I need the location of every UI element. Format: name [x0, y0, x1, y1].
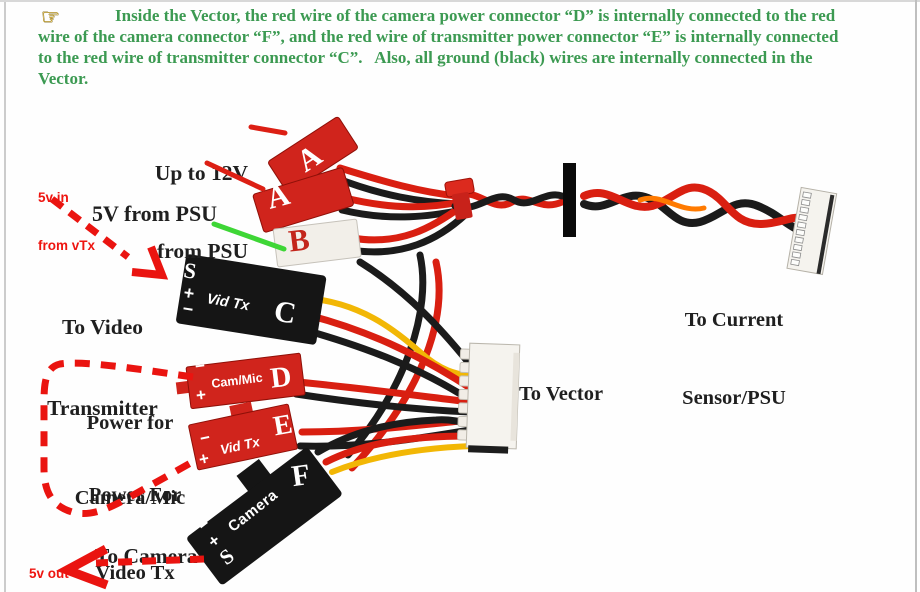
connector-f-pin-s: S [214, 543, 239, 570]
wire-yellow [302, 295, 473, 379]
connector-b-letter: B [286, 221, 312, 259]
connector-d-pin-minus: − [193, 355, 207, 377]
connector-e-pin-plus: + [197, 448, 211, 470]
connector-e-print: Vid Tx [218, 434, 262, 458]
connector-e-letter: E [271, 408, 295, 443]
connector-d-letter: D [268, 360, 294, 395]
connector-d-pin-plus: + [194, 384, 208, 406]
connector-f-print: Camera [224, 486, 282, 536]
connector-current-sensor [786, 186, 838, 276]
pointing-hand-icon: ☞ [41, 5, 60, 29]
label-to-vector: To Vector [519, 383, 604, 405]
wire-orange [637, 195, 707, 212]
note-line: Inside the Vector, the red wire of the c… [115, 6, 836, 25]
cable-break-indicator [563, 163, 576, 237]
connector-a1-letter: A [290, 137, 328, 179]
note-paragraph: Inside the Vector, the red wire of the c… [38, 5, 838, 89]
connector-a1 [268, 116, 358, 194]
connector-c [176, 254, 327, 345]
zip-tie [444, 177, 475, 220]
connector-a2 [252, 167, 354, 233]
label-5v-in-from-vtx: 5v in from vTx [38, 190, 96, 253]
connector-f [187, 448, 342, 585]
label-to-current-sensor: To Current Sensor/PSU [682, 309, 786, 409]
connector-a2-letter: A [262, 176, 294, 216]
note-line: wire of the camera connector “F”, and th… [38, 27, 839, 46]
page-top-edge [0, 0, 920, 2]
page-right-edge [915, 0, 917, 592]
connector-to-vector [457, 342, 521, 454]
connector-e-pin-minus: − [198, 427, 212, 449]
connector-d-print: Cam/Mic [210, 370, 264, 391]
label-5v-out-to-cam: 5v out to cam [29, 566, 69, 581]
label-to-camera: To Camera [95, 544, 198, 568]
connector-c-letter: C [271, 294, 299, 331]
label-5v-from-psu: 5V from PSU [92, 201, 218, 226]
note-line: Vector. [38, 69, 89, 88]
page-left-edge [4, 0, 6, 592]
connector-f-letter: F [289, 457, 313, 494]
note-line: to the red wire of transmitter connector… [38, 48, 813, 67]
connector-e [188, 401, 298, 471]
